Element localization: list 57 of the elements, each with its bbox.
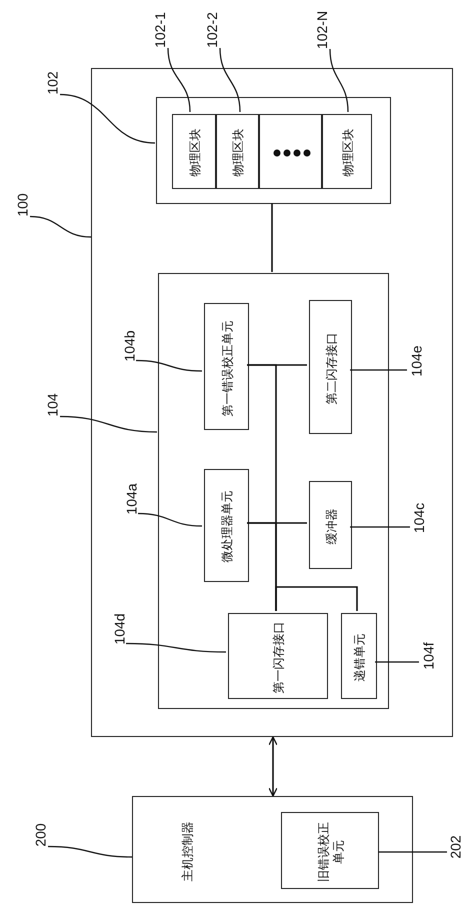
reference-numeral: 202	[447, 835, 464, 859]
unit-label: 物理区块	[340, 128, 356, 178]
leader-line	[30, 216, 92, 238]
leader-line	[350, 526, 410, 528]
unit-block	[341, 613, 377, 699]
leader-line	[60, 416, 158, 433]
reference-numeral: 102-2	[204, 12, 220, 48]
unit-block	[309, 300, 352, 434]
connector-line	[271, 203, 273, 272]
leader-line	[136, 360, 202, 372]
unit-label: 旧错误校正单元	[316, 820, 346, 884]
double-arrow	[268, 736, 278, 797]
leader-line	[219, 48, 241, 112]
unit-label: 主机控制器	[180, 820, 196, 884]
reference-numeral: 102	[44, 71, 60, 95]
unit-label: 微处理器单元	[220, 490, 235, 564]
reference-numeral: 104e	[408, 345, 424, 377]
device-frame	[91, 68, 453, 737]
unit-block	[204, 303, 249, 430]
unit-label: 缓冲器	[324, 507, 339, 546]
unit-label: 递错单元	[352, 632, 368, 684]
reference-numeral: 100	[14, 193, 30, 217]
leader-line	[350, 369, 407, 371]
leader-line	[329, 48, 349, 112]
reference-numeral: 104a	[123, 483, 140, 515]
unit-block	[281, 812, 379, 889]
reference-numeral: 104b	[121, 330, 138, 362]
leader-line	[48, 846, 132, 858]
unit-label: 物理区块	[188, 128, 202, 178]
unit-label: 第一错误校正单元	[220, 319, 236, 418]
unit-block	[204, 469, 249, 582]
leader-line	[167, 48, 191, 112]
reference-numeral: 104d	[111, 613, 128, 645]
block-cell	[172, 114, 216, 189]
reference-numeral: 104c	[411, 502, 428, 534]
leader-line	[60, 94, 156, 144]
unit-label: 物理区块	[231, 128, 246, 178]
reference-numeral: 200	[32, 823, 48, 847]
reference-numeral: 102-1	[152, 12, 168, 48]
leader-line	[375, 661, 419, 663]
block-group-frame	[156, 97, 391, 204]
controller-frame	[158, 273, 389, 709]
unit-label: 第二闪存接口	[324, 331, 339, 406]
reference-numeral: 104	[44, 393, 60, 417]
connector-line	[275, 586, 358, 611]
unit-block	[228, 613, 328, 699]
leader-line	[138, 512, 202, 527]
leader-line	[378, 851, 447, 853]
unit-label: 第一闪存接口	[272, 620, 286, 696]
reference-numeral: 104f	[420, 642, 436, 670]
host-block	[132, 796, 413, 903]
block-cell	[322, 114, 372, 189]
leader-line	[126, 642, 226, 653]
reference-numeral: 102-N	[314, 10, 330, 50]
block-cell	[259, 114, 322, 189]
unit-block	[309, 481, 352, 569]
block-cell	[216, 114, 259, 189]
